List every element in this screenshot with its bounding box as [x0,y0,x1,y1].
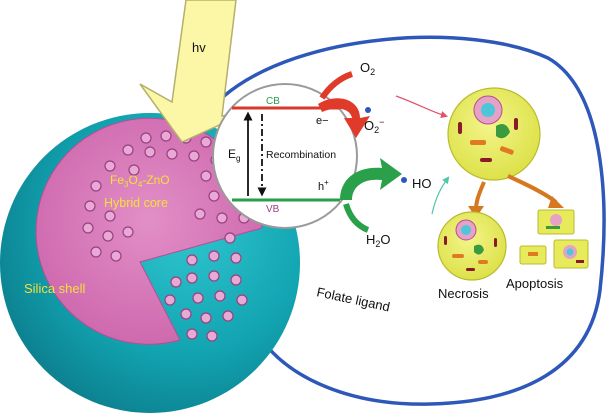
hydroxyl-label: HO [412,176,432,191]
folate-ligand-label: Folate ligand [315,284,391,314]
o2-label: O2 [360,60,375,77]
superoxide-to-cell-arrow [395,95,449,119]
core-label-line2: Hybrid core [104,196,168,210]
cancer-cell [447,87,541,181]
necrosis-label: Necrosis [438,286,489,301]
hydroxyl-dot [401,177,407,183]
apoptosis-label: Apoptosis [506,276,564,291]
bandgap-label: Eg [228,147,240,163]
hole-label: h+ [318,178,329,193]
reduction-arrow [318,98,370,138]
to-necrosis-arrow [474,181,486,211]
electron-label: e− [316,115,329,127]
superoxide-label: O2− [364,117,384,135]
recombination-label: Recombination [266,149,336,161]
apoptotic-bodies [519,209,589,269]
superoxide-dot [365,107,371,113]
light-arrow [139,0,249,143]
hydroxyl-to-cell-arrow [431,176,450,215]
vb-label: VB [266,204,280,215]
oxidation-arrow-tail [343,203,370,233]
light-label: hv [192,40,206,55]
necrotic-cell [437,211,507,281]
oxidation-arrow [340,158,402,200]
reduction-arrow-tail [319,71,354,100]
silica-shell-label: Silica shell [24,281,86,296]
core-label: Fe3O4-ZnO [110,173,170,189]
to-apoptosis-arrowhead [548,196,564,208]
to-apoptosis-arrow [507,174,558,204]
core-particles [82,130,250,342]
ligand-frame [222,35,606,406]
water-label: H2O [366,232,391,249]
cb-label: CB [266,96,280,107]
